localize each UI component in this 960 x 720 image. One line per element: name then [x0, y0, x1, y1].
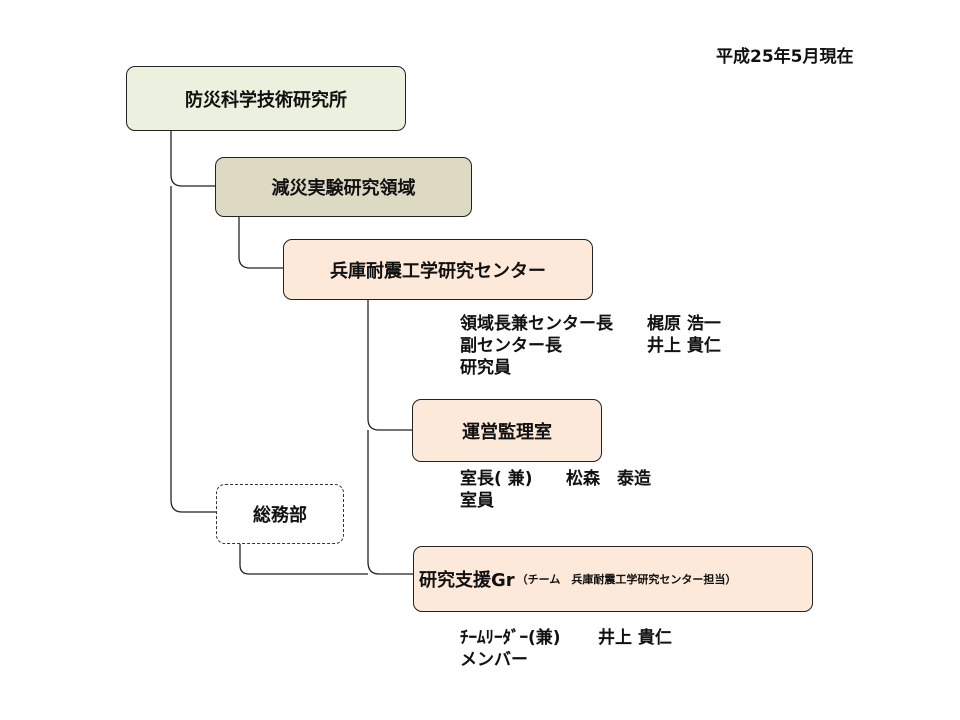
- staff-row: 室長( 兼) 松森 泰造: [460, 468, 760, 490]
- staff-role: 領域長兼センター長: [460, 314, 613, 334]
- staff-name: 井上 貴仁: [647, 336, 721, 356]
- staff-role: ﾁｰﾑﾘｰﾀﾞｰ(兼): [460, 628, 561, 648]
- group-sub-label: （チーム 兵庫耐震工学研究センター担当）: [516, 573, 737, 586]
- staff-row: 領域長兼センター長 梶原 浩一: [460, 313, 760, 335]
- staff-name: 梶原 浩一: [647, 314, 721, 334]
- org-box-center: 兵庫耐震工学研究センター: [283, 239, 593, 300]
- staff-row: メンバー: [460, 649, 760, 671]
- staff-name: 井上 貴仁: [598, 628, 672, 648]
- staff-row: 副センター長 井上 貴仁: [460, 335, 760, 357]
- center-staff-list: 領域長兼センター長 梶原 浩一 副センター長 井上 貴仁 研究員: [460, 313, 760, 383]
- connector-admin-group: [239, 544, 368, 575]
- date-note: 平成25年5月現在: [716, 47, 854, 67]
- org-box-office: 運営監理室: [412, 399, 602, 462]
- connector-center-group: [367, 430, 413, 575]
- org-box-group: 研究支援Gr （チーム 兵庫耐震工学研究センター担当）: [413, 546, 813, 612]
- connector-division-center: [238, 217, 283, 269]
- staff-role: 副センター長: [460, 336, 562, 356]
- connector-root-admin: [170, 186, 216, 513]
- staff-role: メンバー: [460, 650, 528, 670]
- staff-row: 室員: [460, 490, 760, 512]
- connector-center-office: [367, 300, 412, 431]
- office-staff-list: 室長( 兼) 松森 泰造 室員: [460, 468, 760, 516]
- staff-name: 松森 泰造: [566, 469, 651, 489]
- staff-role: 研究員: [460, 358, 511, 378]
- staff-row: 研究員: [460, 357, 760, 379]
- staff-row: ﾁｰﾑﾘｰﾀﾞｰ(兼) 井上 貴仁: [460, 627, 760, 649]
- staff-role: 室員: [460, 491, 494, 511]
- connector-root-division: [170, 131, 215, 187]
- group-staff-list: ﾁｰﾑﾘｰﾀﾞｰ(兼) 井上 貴仁 メンバー: [460, 627, 760, 675]
- org-box-admin: 総務部: [216, 484, 344, 544]
- group-main-label: 研究支援Gr: [419, 570, 515, 591]
- org-box-division: 減災実験研究領域: [215, 157, 472, 217]
- staff-role: 室長( 兼): [460, 469, 533, 489]
- org-box-root: 防災科学技術研究所: [126, 66, 406, 131]
